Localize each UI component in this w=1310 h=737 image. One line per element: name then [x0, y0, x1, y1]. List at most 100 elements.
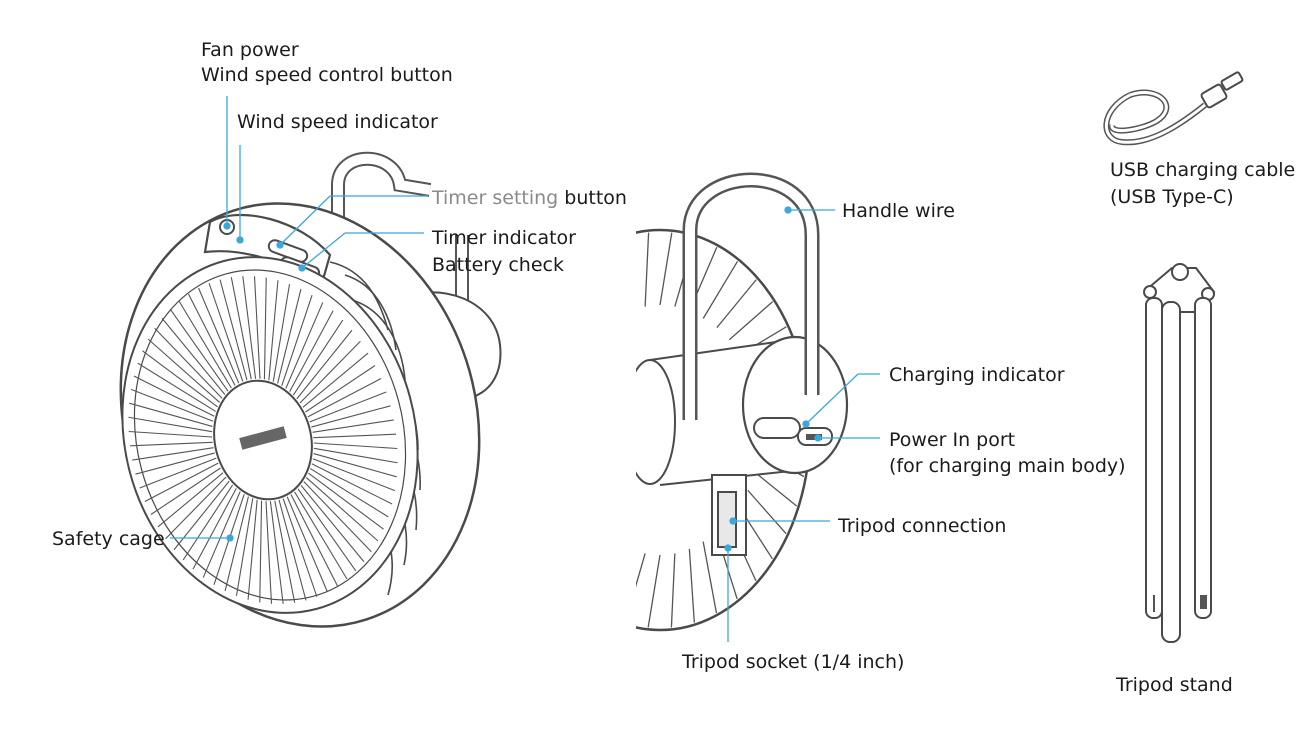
cage-spoke — [128, 430, 213, 438]
cage-spoke — [313, 442, 398, 450]
cage-spoke — [157, 472, 224, 528]
cage-spoke — [309, 391, 387, 423]
cage-spoke — [135, 452, 215, 475]
cage-spoke — [289, 310, 334, 392]
cage-spoke — [230, 277, 252, 380]
rear-cage-rib — [688, 548, 695, 623]
cage-spoke — [139, 457, 217, 489]
cage-spoke — [263, 277, 267, 380]
cage-spoke — [303, 481, 372, 553]
rear-cage-rib — [548, 301, 584, 356]
label-timer-setting-part1: Timer setting — [432, 187, 559, 209]
usb-cable-illustration — [1103, 71, 1244, 146]
tripod-stand-illustration — [1143, 263, 1216, 643]
cage-spoke — [269, 501, 284, 604]
cage-spoke — [235, 498, 254, 597]
label-tripod-socket: Tripod socket (1/4 inch) — [682, 651, 905, 673]
rear-cage-rib — [702, 260, 739, 319]
cage-spoke — [198, 287, 240, 384]
cage-spoke — [297, 488, 357, 572]
cage-spoke — [290, 494, 338, 587]
cage-spoke — [132, 447, 214, 461]
label-timer-setting: Timer setting button — [432, 186, 627, 210]
safety-cage-spokes — [128, 276, 398, 604]
cage-spoke — [259, 500, 263, 603]
rear-cage-rib — [744, 486, 787, 535]
label-timer-setting-part2: button — [564, 187, 627, 209]
rear-cage-rib — [604, 247, 617, 319]
rear-cage-rib — [582, 541, 616, 598]
cage-spoke — [130, 388, 214, 422]
rear-cage-rib — [702, 541, 718, 614]
cage-spoke — [188, 293, 236, 386]
label-handle-wire: Handle wire — [842, 200, 955, 222]
cage-spoke — [305, 365, 376, 413]
label-tripod-connection: Tripod connection — [838, 515, 1007, 537]
label-fan-power: Fan power — [201, 39, 299, 61]
label-charging-indicator: Charging indicator — [889, 364, 1065, 386]
rear-cage-rib — [564, 279, 593, 341]
rear-cage-rib — [644, 232, 650, 307]
cage-spoke — [281, 295, 313, 386]
cage-spoke — [182, 484, 234, 561]
rear-cage-rib — [603, 549, 630, 613]
cage-spoke — [142, 350, 218, 408]
cage-spoke — [165, 476, 227, 540]
cage-spoke — [313, 453, 397, 478]
label-power-in-port-note: (for charging main body) — [889, 455, 1126, 477]
cage-spoke — [285, 302, 324, 389]
rear-cage-rib — [534, 326, 575, 373]
cage-spoke — [208, 283, 244, 382]
rear-cage-rib — [636, 553, 646, 588]
rear-cage-rib — [564, 531, 604, 580]
cage-spoke — [292, 319, 344, 396]
cage-spoke — [219, 279, 248, 381]
rear-cage-rib — [516, 469, 570, 476]
rear-cage-rib — [516, 383, 566, 410]
cage-spoke — [307, 378, 382, 418]
cage-spoke — [129, 402, 213, 427]
cage-spoke — [178, 300, 232, 389]
cage-spoke — [202, 491, 241, 578]
fan-rear-illustration — [512, 172, 849, 632]
cage-spoke — [302, 352, 369, 408]
label-timer-indicator: Timer indicator — [432, 227, 576, 249]
label-usb-cable-type: (USB Type-C) — [1110, 186, 1234, 208]
leader-lines — [170, 96, 880, 642]
cage-spoke — [313, 447, 398, 464]
rear-cage-rib — [583, 261, 604, 329]
label-power-in-port: Power In port — [889, 429, 1016, 451]
cage-spoke — [242, 276, 257, 379]
cage-spoke — [300, 485, 365, 563]
rear-cage-rib — [512, 445, 566, 449]
rear-cage-rib — [534, 503, 583, 533]
cage-spoke — [224, 496, 249, 592]
cage-spoke — [154, 327, 223, 399]
label-battery-check: Battery check — [432, 254, 564, 276]
cage-spoke — [313, 433, 397, 439]
cage-spoke — [129, 441, 213, 447]
cage-spoke — [299, 340, 361, 404]
cage-spoke — [161, 317, 226, 395]
cage-spoke — [128, 416, 213, 433]
cage-spoke — [311, 405, 391, 428]
cage-spoke — [272, 283, 291, 382]
cage-spoke — [305, 477, 379, 542]
rear-cage-rib — [547, 518, 593, 558]
cage-spoke — [169, 308, 229, 392]
cage-spoke — [147, 338, 221, 403]
rear-cage-rib — [647, 554, 661, 628]
cage-spoke — [296, 329, 353, 400]
rear-cage-rib — [523, 354, 569, 391]
cage-spoke — [265, 501, 273, 604]
cage-spoke — [150, 467, 221, 515]
rear-cage-rib — [715, 279, 757, 330]
label-wind-speed-indicator: Wind speed indicator — [237, 111, 438, 133]
cage-spoke — [277, 288, 302, 384]
cage-spoke — [310, 468, 389, 518]
cage-spoke — [274, 500, 296, 603]
cage-spoke — [282, 498, 318, 597]
rear-cage-rib — [523, 487, 575, 506]
label-wind-speed-control: Wind speed control button — [201, 64, 453, 86]
